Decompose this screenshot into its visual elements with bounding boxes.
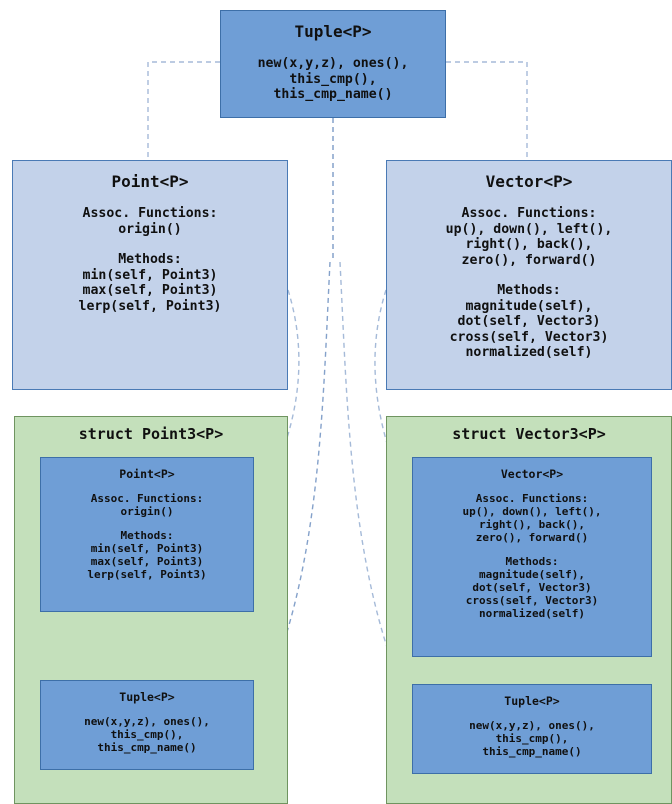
tuple-trait-box[interactable]: Tuple<P> new(x,y,z), ones(), this_cmp(),… <box>220 10 446 118</box>
vector-trait-box[interactable]: Vector<P> Assoc. Functions: up(), down()… <box>386 160 672 390</box>
vector3-struct-title: struct Vector3<P> <box>452 425 606 443</box>
point-trait-assoc-body: origin() <box>118 221 182 237</box>
spacer <box>221 41 445 56</box>
connector-tuple-to-point-trait <box>147 61 220 160</box>
vector-trait-title: Vector<P> <box>485 172 573 191</box>
point3-impl-point-assoc-header: Assoc. Functions: <box>90 492 204 505</box>
spacer <box>413 544 651 555</box>
point-trait-title: Point<P> <box>111 172 189 191</box>
spacer <box>41 481 253 492</box>
spacer <box>387 268 671 283</box>
vector-trait-methods-body: magnitude(self), dot(self, Vector3) cros… <box>449 298 609 361</box>
vector3-impl-vector-assoc-header: Assoc. Functions: <box>475 492 589 505</box>
vector-trait-methods-header: Methods: <box>497 283 561 298</box>
tuple-trait-title: Tuple<P> <box>294 22 372 41</box>
point3-impl-point-methods-header: Methods: <box>120 529 174 542</box>
vector3-impl-tuple-title: Tuple<P> <box>504 694 560 708</box>
point-trait-assoc-header: Assoc. Functions: <box>82 206 218 221</box>
point3-struct-title: struct Point3<P> <box>78 425 224 443</box>
point3-impl-point-methods-body: min(self, Point3) max(self, Point3) lerp… <box>87 542 207 581</box>
point3-impl-point-title: Point<P> <box>119 467 175 481</box>
point-trait-methods-header: Methods: <box>118 252 182 267</box>
vector3-impl-vector-methods-body: magnitude(self), dot(self, Vector3) cros… <box>465 568 599 620</box>
vector3-impl-vector-methods-header: Methods: <box>505 555 559 568</box>
tuple-trait-body: new(x,y,z), ones(), this_cmp(), this_cmp… <box>257 56 409 102</box>
point3-impl-tuple-box[interactable]: Tuple<P> new(x,y,z), ones(), this_cmp(),… <box>40 680 254 770</box>
spacer <box>413 708 651 719</box>
point3-impl-point-assoc-body: origin() <box>120 505 174 518</box>
spacer <box>13 191 287 206</box>
point3-impl-point-box[interactable]: Point<P> Assoc. Functions: origin() Meth… <box>40 457 254 612</box>
point3-impl-tuple-title: Tuple<P> <box>119 690 175 704</box>
spacer <box>413 481 651 492</box>
point3-impl-tuple-body: new(x,y,z), ones(), this_cmp(), this_cmp… <box>84 715 210 754</box>
point-trait-methods-body: min(self, Point3) max(self, Point3) lerp… <box>78 267 222 314</box>
vector3-impl-tuple-body: new(x,y,z), ones(), this_cmp(), this_cmp… <box>469 719 595 758</box>
vector3-impl-vector-title: Vector<P> <box>500 467 564 481</box>
spacer <box>41 704 253 715</box>
vector-trait-assoc-header: Assoc. Functions: <box>461 206 597 221</box>
vector-trait-assoc-body: up(), down(), left(), right(), back(), z… <box>445 221 613 268</box>
vector3-impl-vector-assoc-body: up(), down(), left(), right(), back(), z… <box>462 505 602 544</box>
vector3-impl-tuple-box[interactable]: Tuple<P> new(x,y,z), ones(), this_cmp(),… <box>412 684 652 774</box>
point-trait-box[interactable]: Point<P> Assoc. Functions: origin() Meth… <box>12 160 288 390</box>
spacer <box>13 237 287 252</box>
vector3-impl-vector-box[interactable]: Vector<P> Assoc. Functions: up(), down()… <box>412 457 652 657</box>
spacer <box>387 191 671 206</box>
spacer <box>41 518 253 529</box>
connector-tuple-to-vector-trait <box>446 61 528 160</box>
